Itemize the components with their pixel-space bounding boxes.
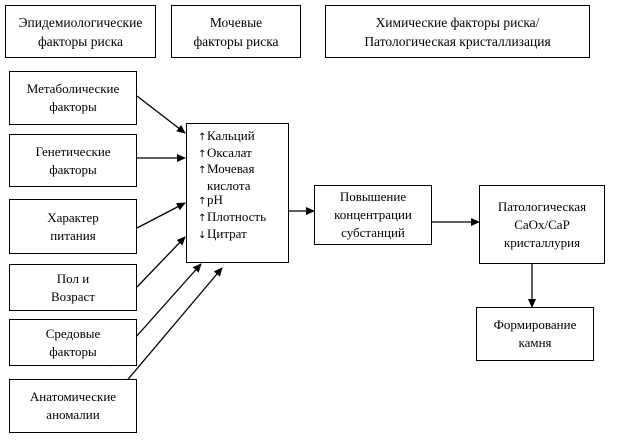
stone-formation-line1: Формирование — [493, 317, 577, 332]
factor-environment-line2: факторы — [49, 343, 97, 359]
factor-environment: Средовые факторы — [9, 319, 137, 366]
urine-parameters-box: ↑Кальций ↑Оксалат ↑Мочевая кислота ↑pH ↑… — [186, 123, 289, 263]
header-urinary-line1: Мочевые — [209, 14, 263, 30]
concentration-box: Повышение концентрации субстанций — [314, 185, 432, 245]
urine-row-acid: кислота — [207, 177, 251, 193]
concentration-line3: субстанций — [341, 225, 405, 240]
urine-row-calcium: ↑Кальций — [198, 128, 288, 146]
factor-environment-line1: Средовые — [45, 325, 101, 341]
arrow-diet-to-urine — [136, 202, 186, 229]
urine-row-uric: ↑Мочевая — [198, 161, 288, 179]
factor-genetic: Генетические факторы — [9, 134, 137, 187]
urine-row-ph: ↑pH — [198, 193, 288, 210]
crystalluria-box: Патологическая CaOx/CaP кристаллурия — [479, 185, 605, 264]
concentration-line2: концентрации — [334, 207, 412, 222]
arrow-up-icon: ↑ — [198, 132, 207, 143]
arrow-up-icon: ↑ — [198, 165, 207, 177]
header-urinary-line2: факторы риска — [193, 33, 279, 49]
factor-anatomic: Анатомические аномалии — [9, 379, 137, 433]
factor-sex-age: Пол и Возраст — [9, 264, 137, 311]
arrow-anatomic-to-urine — [123, 267, 223, 385]
factor-genetic-line1: Генетические — [35, 143, 111, 159]
stone-formation-box: Формирование камня — [476, 307, 594, 361]
factor-metabolic: Метаболические факторы — [9, 71, 137, 125]
factor-metabolic-line1: Метаболические — [26, 81, 120, 96]
concentration-line1: Повышение — [339, 189, 407, 204]
header-chemical-line2: Патологическая кристаллизация — [364, 33, 551, 49]
arrow-down-icon: ↓ — [198, 229, 207, 241]
header-epidemiological-line1: Эпидемиологические — [18, 14, 143, 30]
header-chemical-line1: Химические факторы риска/ — [375, 14, 540, 30]
factor-sex-age-line1: Пол и — [56, 270, 90, 286]
header-urinary: Мочевые факторы риска — [171, 5, 301, 58]
header-epidemiological: Эпидемиологические факторы риска — [5, 5, 156, 58]
factor-genetic-line2: факторы — [49, 161, 97, 177]
factor-anatomic-line1: Анатомические — [29, 389, 117, 404]
arrow-up-icon: ↑ — [198, 148, 207, 160]
factor-metabolic-line2: факторы — [49, 99, 97, 114]
arrow-up-icon: ↑ — [198, 212, 207, 224]
factor-diet-line2: питания — [50, 227, 96, 243]
factor-sex-age-line2: Возраст — [50, 288, 96, 304]
urine-row-oxalate: ↑Оксалат — [198, 145, 288, 163]
urine-row-citrate: ↓Цитрат — [198, 226, 288, 244]
header-epidemiological-line2: факторы риска — [37, 33, 124, 49]
header-chemical: Химические факторы риска/ Патологическая… — [325, 5, 590, 58]
factor-anatomic-line2: аномалии — [46, 407, 100, 422]
crystalluria-line2: CaOx/CaP — [514, 216, 570, 232]
arrow-sexage-to-urine — [136, 236, 186, 288]
factor-diet: Характер питания — [9, 199, 137, 254]
arrow-up-icon: ↑ — [198, 196, 207, 208]
urine-row-density: ↑Плотность — [198, 209, 288, 227]
stone-formation-line2: камня — [518, 335, 552, 350]
factor-diet-line1: Характер — [47, 209, 99, 225]
arrow-metabolic-to-urine — [136, 95, 186, 134]
crystalluria-line3: кристаллурия — [503, 234, 581, 250]
crystalluria-line1: Патологическая — [497, 198, 587, 214]
